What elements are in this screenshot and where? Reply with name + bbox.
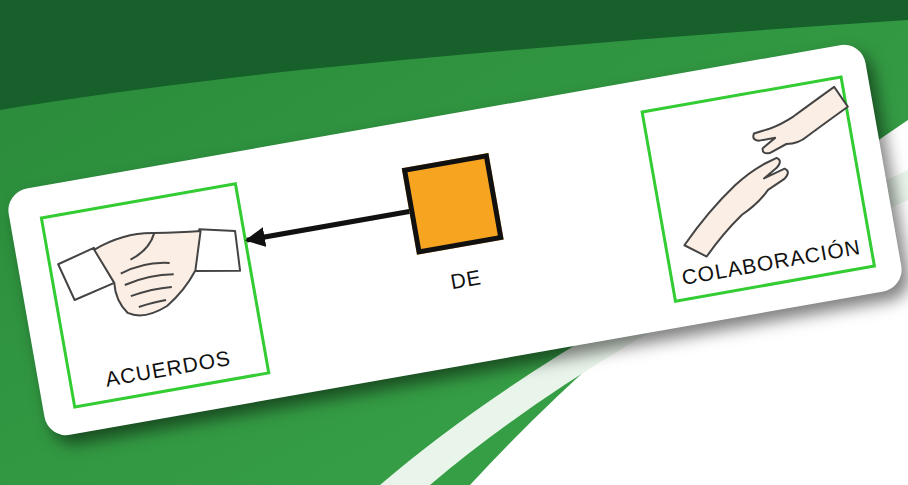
pictogram-box: COLABORACIÓN xyxy=(640,75,876,303)
pictogram-label: ACUERDOS xyxy=(70,340,265,397)
arrow-connector xyxy=(247,211,409,240)
pictogram-label: DE xyxy=(426,261,507,298)
pictogram-box: ACUERDOS xyxy=(40,182,271,409)
preposition-square: DE xyxy=(402,153,504,255)
pictogram-label: COLABORACIÓN xyxy=(671,233,871,291)
